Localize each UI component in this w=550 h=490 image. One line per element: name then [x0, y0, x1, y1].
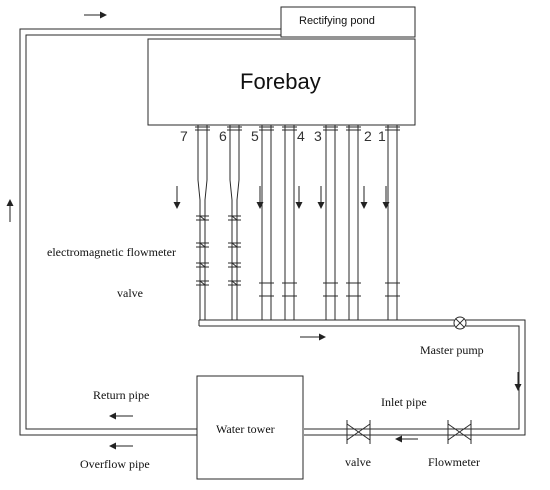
branch-pipe-2 — [227, 125, 242, 320]
flowmeter-symbol — [447, 420, 472, 444]
valve-cross — [199, 280, 206, 286]
inlet-valve-symbol — [346, 420, 371, 444]
valve-cross — [231, 262, 238, 268]
flowmeter-label: Flowmeter — [428, 455, 480, 469]
valve-cross — [199, 262, 206, 268]
valve-cross — [231, 242, 238, 248]
forebay-box — [147, 38, 416, 126]
pump-outlet-pipe — [304, 319, 526, 436]
master-pump-symbol — [453, 316, 467, 330]
pipe-wall — [197, 125, 201, 320]
branch-pipe-5 — [323, 125, 338, 320]
branch-pipe-7 — [385, 125, 400, 320]
water-tower-box — [196, 375, 304, 480]
water-tower-label: Water tower — [216, 422, 275, 436]
valve-cross — [199, 242, 206, 248]
valve-cross — [199, 215, 206, 221]
valve-label-bottom: valve — [345, 455, 371, 469]
valve-cross — [231, 215, 238, 221]
valve-label-left: valve — [117, 286, 143, 300]
rectifying-pond-label: Rectifying pond — [299, 15, 375, 27]
overflow-pipe-label: Overflow pipe — [80, 457, 150, 471]
pipe-number-1: 1 — [378, 128, 386, 144]
pipe-number-3: 3 — [314, 128, 322, 144]
flow-arrows — [6, 11, 522, 450]
pipe-wall — [204, 125, 208, 320]
return-overflow-pipe — [19, 28, 281, 436]
branch-pipe-6 — [346, 125, 361, 320]
return-pipe-label: Return pipe — [93, 388, 150, 402]
pipe-wall — [229, 125, 233, 320]
pipe-wall — [236, 125, 240, 320]
pipe-number-2: 2 — [364, 128, 372, 144]
branch-pipe-4 — [282, 125, 297, 320]
master-pump-label: Master pump — [420, 343, 484, 357]
rectifying-pond-box — [280, 6, 416, 38]
valve-cross — [231, 280, 238, 286]
forebay-label: Forebay — [240, 69, 321, 94]
branch-pipe-1 — [195, 125, 210, 320]
branch-pipes — [195, 125, 400, 320]
pipe-number-5: 5 — [251, 128, 259, 144]
electromagnetic-flowmeter-label: electromagnetic flowmeter — [47, 245, 176, 259]
pipe-number-6: 6 — [219, 128, 227, 144]
inlet-pipe-label: Inlet pipe — [381, 395, 427, 409]
branch-pipe-3 — [259, 125, 274, 320]
collecting-pipe — [198, 319, 454, 327]
pipe-number-7: 7 — [180, 128, 188, 144]
pipe-number-4: 4 — [297, 128, 305, 144]
